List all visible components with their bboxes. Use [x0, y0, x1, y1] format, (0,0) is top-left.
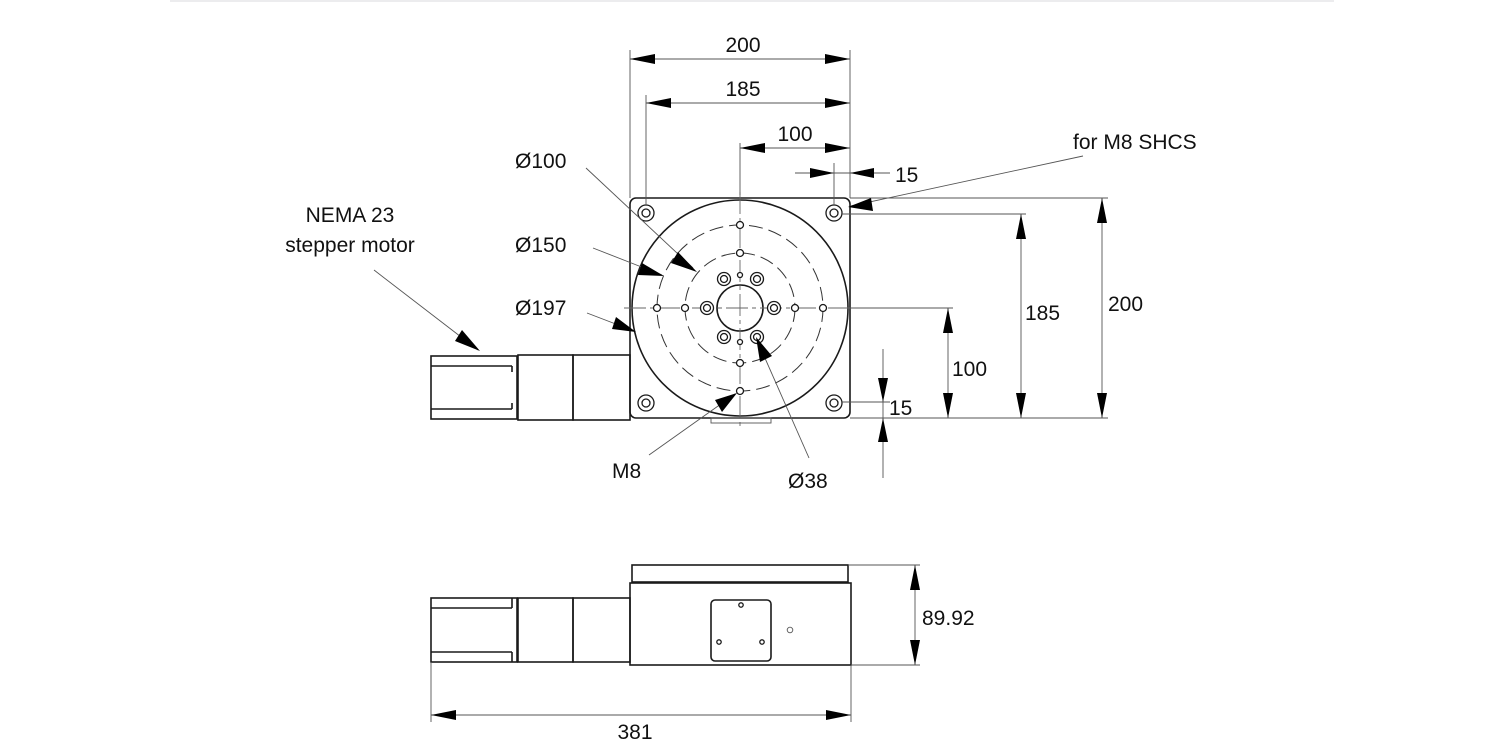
- label-motor-line1: NEMA 23: [306, 204, 395, 227]
- dim-side-height: 89.92: [922, 607, 975, 630]
- dim-height-total: 200: [1108, 293, 1143, 316]
- side-port: [786, 626, 794, 634]
- right-dimensions: [842, 197, 1108, 478]
- top-dimensions: [629, 50, 890, 205]
- label-d197: Ø197: [515, 297, 566, 320]
- top-divider: [170, 0, 1334, 2]
- top-view: 200 185 100 15 200 185 100 15: [285, 34, 1196, 493]
- dim-width-total: 200: [725, 34, 760, 57]
- leaders: [373, 155, 1084, 459]
- dim-width-center: 100: [777, 123, 812, 146]
- dim-hole-offset-y: 15: [889, 397, 912, 420]
- label-d38: Ø38: [788, 470, 828, 493]
- motor-mount-plate: [710, 599, 772, 662]
- label-shcs: for M8 SHCS: [1073, 131, 1197, 154]
- dim-side-length: 381: [617, 721, 652, 744]
- side-dimensions: [430, 564, 920, 722]
- corner-mounting-holes: [637, 204, 843, 412]
- motor-side: [430, 597, 631, 663]
- motor-top: [430, 354, 631, 421]
- dim-height-holes: 185: [1025, 302, 1060, 325]
- m8-holes: [652, 220, 828, 396]
- base-body-side: [629, 582, 852, 666]
- counterbore-holes: [699, 271, 782, 345]
- label-m8: M8: [612, 460, 641, 483]
- side-view: 89.92 381: [430, 564, 975, 744]
- dim-height-center: 100: [952, 358, 987, 381]
- label-d100: Ø100: [515, 150, 566, 173]
- dim-width-holes: 185: [725, 78, 760, 101]
- rotary-table-side: [631, 564, 849, 583]
- label-d150: Ø150: [515, 234, 566, 257]
- dim-hole-offset-x: 15: [895, 164, 918, 187]
- label-motor-line2: stepper motor: [285, 234, 415, 257]
- bottom-tab: [710, 417, 772, 424]
